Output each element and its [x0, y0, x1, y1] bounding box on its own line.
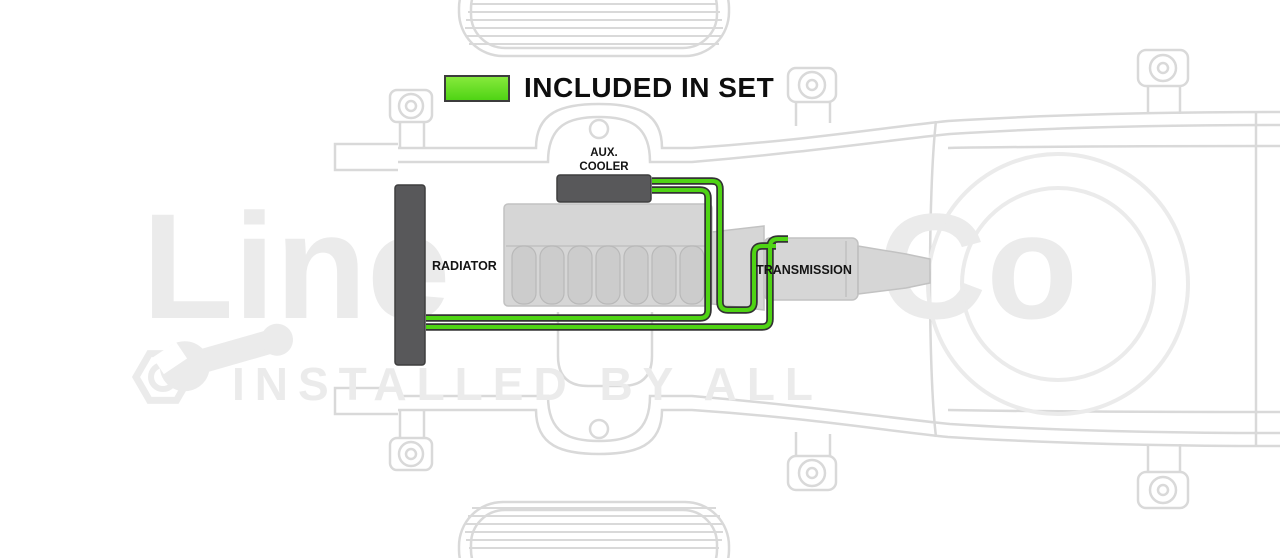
- legend-swatch: [444, 74, 510, 102]
- aux-cooler-box: [556, 174, 652, 203]
- engine-block: [503, 203, 713, 307]
- aux-cooler-label-line1: AUX.: [590, 147, 617, 159]
- engine-cylinders: [511, 245, 705, 305]
- bottom-tire: [457, 500, 731, 558]
- frame-bolt-mounts: [388, 48, 1190, 510]
- top-tire: [457, 0, 731, 58]
- wrench-icon: [152, 323, 294, 392]
- chassis-outline: [333, 0, 1280, 558]
- aux-cooler-label-line2: COOLER: [579, 161, 629, 173]
- transmission-label: TRANSMISSION: [756, 263, 852, 277]
- legend: INCLUDED IN SET: [444, 74, 774, 102]
- radiator-bar: [394, 184, 426, 366]
- legend-label: INCLUDED IN SET: [524, 72, 775, 103]
- cooler-lines: [426, 177, 788, 331]
- watermark-tagline: INSTALLED BY ALL: [232, 358, 823, 410]
- radiator-label: RADIATOR: [432, 259, 497, 273]
